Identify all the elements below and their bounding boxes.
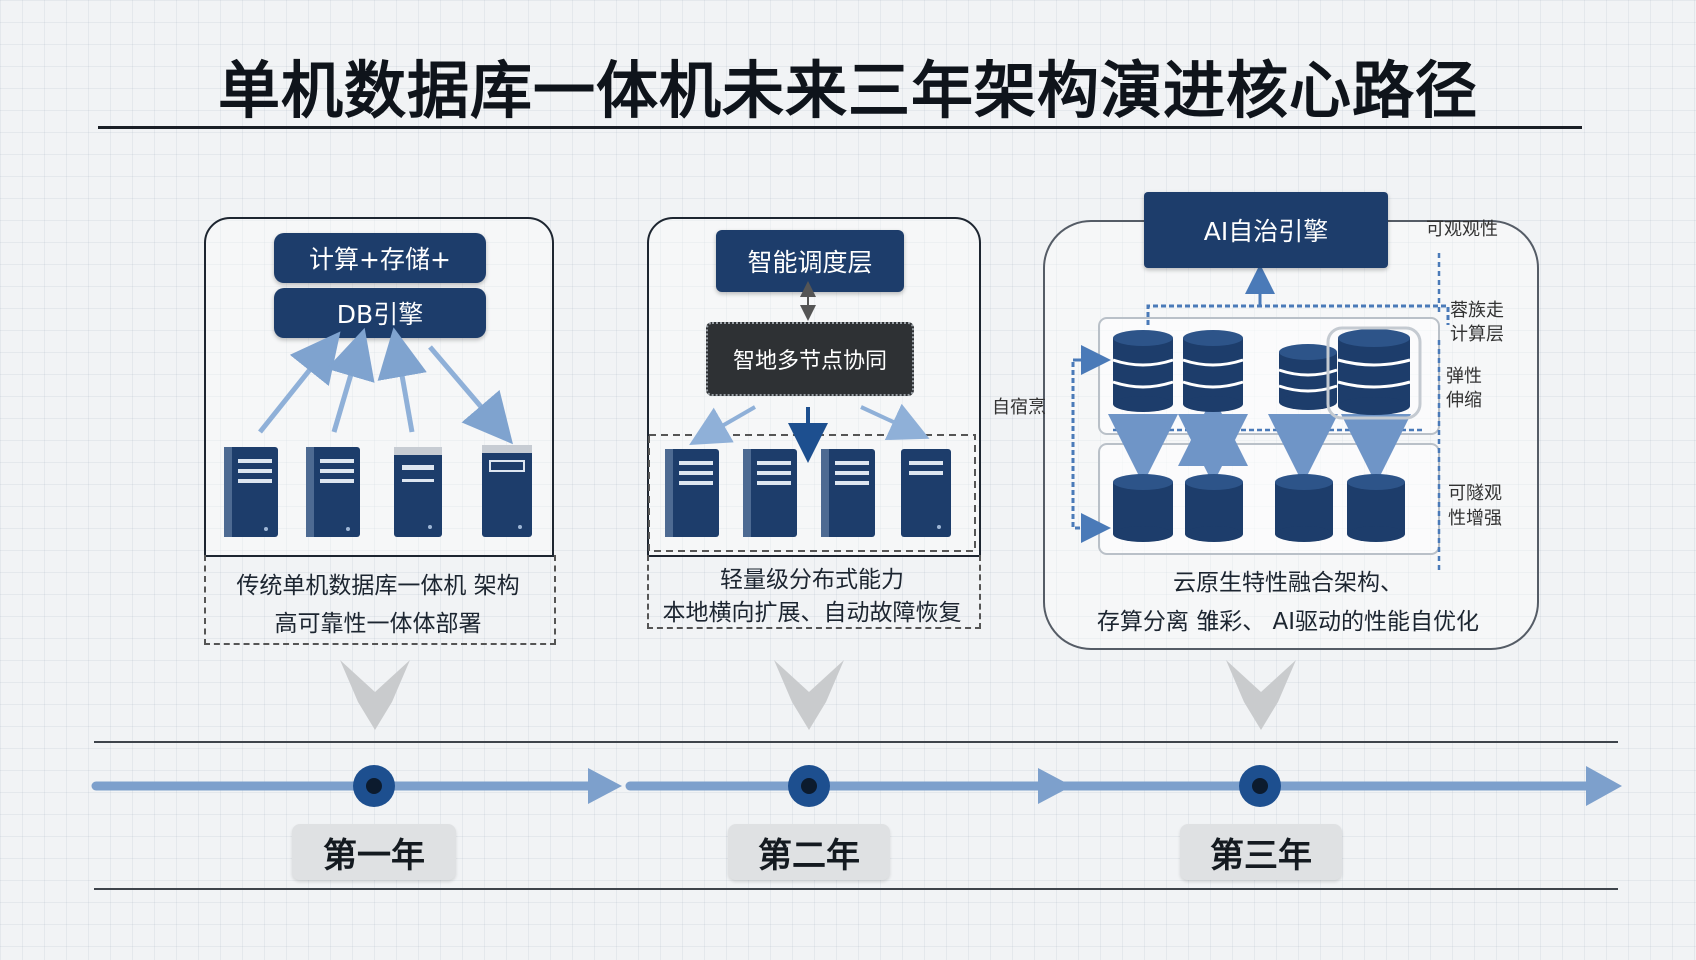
page-title: 单机数据库一体机未来三年架构演进核心路径 — [217, 54, 1478, 127]
stage3-label-observability-2-2: 性增强 — [1448, 508, 1502, 529]
year-badge-3-label: 第三年 — [1210, 835, 1312, 876]
stage1-caption-line1: 传统单机数据库一体机 架构 — [236, 573, 520, 599]
stage2-server-1-icon — [665, 449, 719, 537]
stage2-scheduler-box: 智能调度层 — [716, 230, 904, 292]
timeline-node-year2 — [788, 765, 830, 807]
stage2-caption-line1: 轻量级分布式能力 — [720, 567, 904, 593]
stage3-label-compute-2: 计算层 — [1450, 324, 1504, 345]
stage2-caption-line2: 本地横向扩展、自动故障恢复 — [662, 600, 962, 626]
stage3-label-elastic-2: 伸缩 — [1446, 390, 1482, 411]
stage1-down-chevron-icon — [340, 660, 410, 730]
stage1-caption-line2: 高可靠性一体体部署 — [274, 611, 482, 637]
stage1-server-3-icon — [394, 447, 442, 537]
stage2-graphics — [648, 281, 976, 552]
stage2-coordination-box: 智地多节点协同 — [706, 322, 914, 396]
timeline-arrowhead-end — [1586, 766, 1622, 806]
timeline-arrowhead-2 — [1038, 768, 1072, 804]
stage2-server-3-icon — [821, 449, 875, 537]
timeline-arrowhead-1 — [588, 768, 622, 804]
stage2-server-2-icon — [743, 449, 797, 537]
stage3-label-left: 自宿烹 — [992, 397, 1046, 418]
timeline-node-year3 — [1239, 765, 1281, 807]
stage3-database-2-icon — [1182, 330, 1244, 412]
year-badge-1: 第一年 — [292, 824, 456, 880]
stage2-caption-box — [647, 555, 981, 629]
stage2-coordination-label: 智地多节点协同 — [732, 349, 887, 374]
stage3-caption-line2: 存算分离 雏彩、 AI驱动的性能自优化 — [1096, 609, 1480, 635]
stage3-ai-engine-box: AI自治引擎 — [1144, 192, 1388, 268]
stage3-label-observability: 可观观性 — [1426, 219, 1498, 240]
stage3-database-1-icon — [1112, 330, 1174, 412]
timeline-track — [91, 765, 1622, 807]
stage3-label-elastic-1: 弹性 — [1446, 366, 1482, 387]
stage1-graphics — [224, 327, 532, 537]
stage1-compute-storage-box: 计算+存储+ — [274, 233, 486, 283]
year-badge-2-label: 第二年 — [758, 835, 860, 876]
stage3-caption-line1: 云原生特性融合架构、 — [1173, 570, 1403, 596]
stage3-storage-cylinders — [1113, 474, 1405, 542]
stage3-graphics — [1071, 253, 1450, 570]
timeline-node-year1 — [353, 765, 395, 807]
stage3-ai-engine-label: AI自治引擎 — [1203, 217, 1329, 246]
stage3-label-observability-2-1: 可隧观 — [1448, 483, 1502, 504]
timeline-top-rule — [94, 741, 1618, 743]
stage3-down-chevron-icon — [1226, 660, 1296, 730]
stage2-scheduler-label: 智能调度层 — [747, 248, 873, 277]
stage1-server-4-icon — [482, 445, 532, 537]
stage2-down-chevron-icon — [774, 660, 844, 730]
timeline-bottom-rule — [94, 888, 1618, 890]
stage3-label-compute-1: 蓉族走 — [1450, 300, 1504, 321]
stage1-db-engine-label: DB引擎 — [336, 300, 424, 329]
title-underline — [98, 126, 1582, 129]
stage3-database-4-icon — [1326, 326, 1422, 420]
stage1-compute-storage-label: 计算+存储+ — [309, 245, 451, 274]
year-badge-3: 第三年 — [1180, 824, 1342, 880]
stage2-server-4-icon — [901, 449, 951, 537]
stage1-caption-box — [204, 555, 556, 645]
stage1-server-2-icon — [306, 447, 360, 537]
stage1-server-1-icon — [224, 447, 278, 537]
stage1-connection-arrows — [258, 327, 513, 445]
year-badge-1-label: 第一年 — [323, 835, 425, 876]
year-badge-2: 第二年 — [728, 824, 890, 880]
